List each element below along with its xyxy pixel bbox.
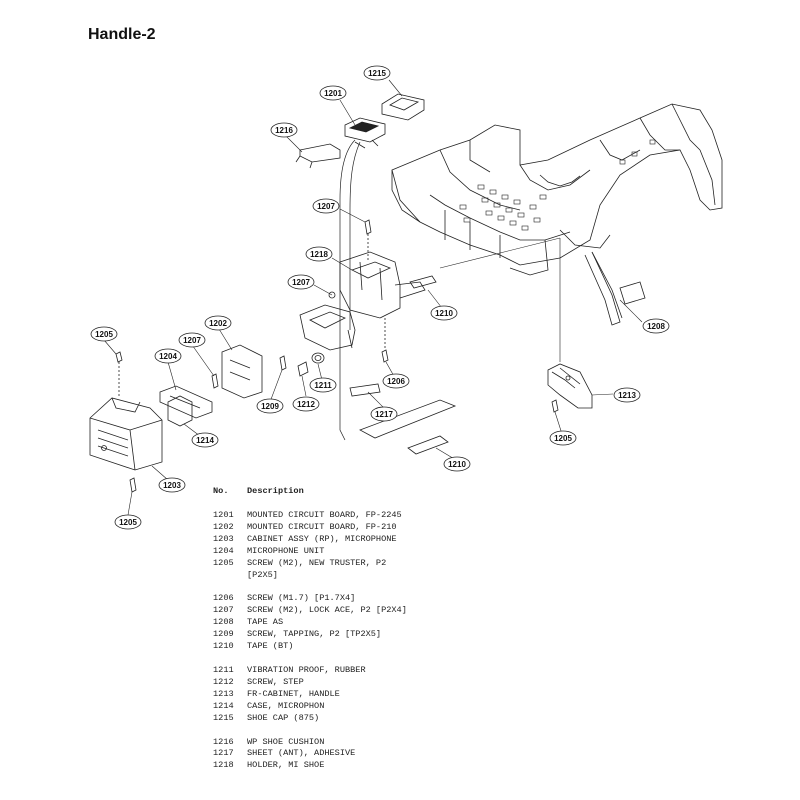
- callout-label: 1209: [261, 402, 279, 411]
- leader-lines: [103, 79, 643, 516]
- callout-label: 1207: [317, 202, 335, 211]
- part-1208-tape: [584, 251, 646, 326]
- callout-label: 1215: [368, 69, 386, 78]
- mid-bracket: [299, 304, 356, 351]
- callout-1207-top: 1207: [312, 198, 340, 214]
- callout-label: 1201: [324, 89, 342, 98]
- callout-label: 1210: [448, 460, 466, 469]
- callout-1205-left: 1205: [90, 326, 118, 342]
- callout-label: 1210: [435, 309, 453, 318]
- callout-1210-upper: 1210: [430, 305, 458, 321]
- header-description: Description: [247, 486, 304, 496]
- callout-label: 1216: [275, 126, 293, 135]
- callout-label: 1206: [387, 377, 405, 386]
- part-1204-microphone-unit: [159, 385, 213, 419]
- callout-1205-bottom: 1205: [114, 514, 142, 530]
- callout-label: 1211: [314, 381, 332, 390]
- callout-label: 1205: [119, 518, 137, 527]
- callout-label: 1212: [297, 400, 315, 409]
- part-1203-mic-cabinet: [89, 397, 163, 471]
- callout-1207-mid: 1207: [287, 274, 315, 290]
- part-1210-tape-lower: [359, 399, 457, 455]
- callout-1204: 1204: [154, 348, 182, 364]
- part-1214-case: [167, 395, 193, 427]
- callout-label: 1208: [647, 322, 665, 331]
- callout-label: 1207: [292, 278, 310, 287]
- callout-label: 1205: [554, 434, 572, 443]
- callout-label: 1207: [183, 336, 201, 345]
- callout-label: 1214: [196, 436, 214, 445]
- callout-1207-left: 1207: [178, 332, 206, 348]
- callout-label: 1217: [375, 410, 393, 419]
- header-no: No.: [213, 486, 229, 496]
- callout-1218: 1218: [305, 246, 333, 262]
- callout-1202: 1202: [204, 315, 232, 331]
- part-1213-fr-cabinet: [547, 363, 593, 409]
- handle-chassis-drawing: [391, 103, 723, 276]
- callout-1212: 1212: [292, 396, 320, 412]
- parts-row: [P2X5]: [247, 569, 278, 580]
- callout-1208: 1208: [642, 318, 670, 334]
- part-1217-sheet: [349, 383, 381, 397]
- part-1201-circuit-board: [344, 117, 386, 149]
- callouts: 1201 1215 1216 1207 1218 1207 1210 1208 …: [90, 65, 670, 530]
- callout-1214: 1214: [191, 432, 219, 448]
- part-1210-tape-upper: [409, 275, 437, 289]
- callout-1211: 1211: [309, 377, 337, 393]
- callout-label: 1213: [618, 391, 636, 400]
- page-title: Handle-2: [88, 26, 156, 43]
- callout-1206: 1206: [382, 373, 410, 389]
- callout-label: 1218: [310, 250, 328, 259]
- callout-1216: 1216: [270, 122, 298, 138]
- part-1202-board: [221, 344, 263, 399]
- callout-1209: 1209: [256, 398, 284, 414]
- callout-1201: 1201: [319, 85, 347, 101]
- part-1216-cushion: [295, 143, 341, 169]
- callout-1205-right: 1205: [549, 430, 577, 446]
- callout-label: 1202: [209, 319, 227, 328]
- callout-label: 1203: [163, 481, 181, 490]
- callout-label: 1204: [159, 352, 177, 361]
- parts-list-header: No. Description: [213, 486, 407, 498]
- callout-1215: 1215: [363, 65, 391, 81]
- callout-1203: 1203: [158, 477, 186, 493]
- callout-label: 1205: [95, 330, 113, 339]
- screws: [115, 219, 559, 493]
- callout-1217: 1217: [370, 406, 398, 422]
- callout-1213: 1213: [613, 387, 641, 403]
- callout-1210-lower: 1210: [443, 456, 471, 472]
- part-1215-shoe-cap: [381, 93, 425, 121]
